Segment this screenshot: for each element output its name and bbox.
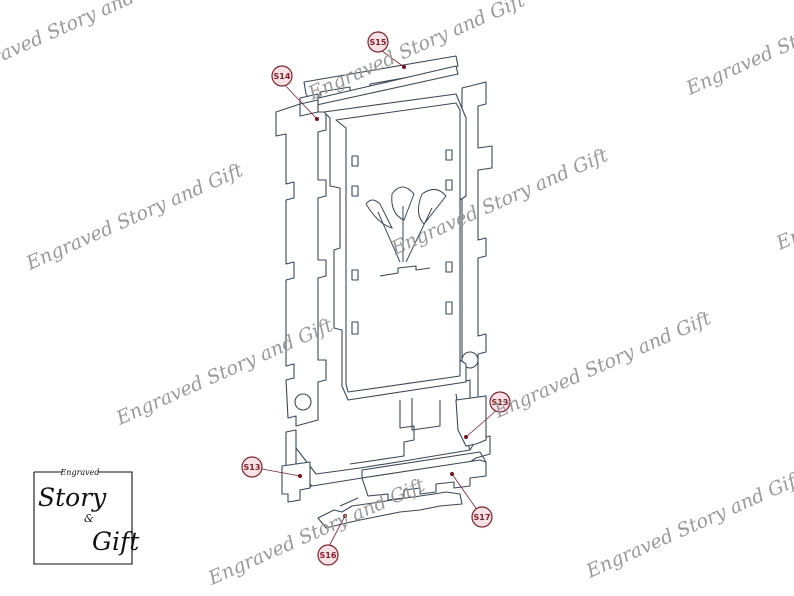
dart-board-back-panel: [323, 93, 467, 401]
watermark: Engraved Story and Gift: [490, 307, 714, 423]
watermark: Engraved Story and Gift: [22, 159, 246, 275]
dart-holder-strip: [361, 451, 487, 501]
svg-text:S13: S13: [244, 463, 261, 472]
svg-text:S14: S14: [274, 72, 291, 81]
logo-ampersand: &: [84, 512, 94, 525]
left-side-rail: [275, 93, 327, 427]
callout-s13-right: S13: [489, 391, 511, 413]
dart-motif-engraving: [365, 186, 447, 263]
left-lower-clip: [281, 461, 311, 503]
svg-text:S15: S15: [370, 38, 387, 47]
watermark: Engraved Story and Gift: [304, 0, 528, 105]
watermark: Engraved Story and Gift: [204, 474, 428, 590]
watermark: Engraved Story and Gift: [772, 139, 794, 255]
callout-s15: S15: [367, 31, 389, 53]
callout-s13-left: S13: [241, 456, 263, 478]
callout-s17: S17: [471, 506, 493, 528]
watermark: Engraved Story and Gift: [582, 467, 794, 583]
logo-gift-word: Gift: [92, 527, 140, 556]
right-lower-clip: [455, 395, 487, 447]
callout-dots: [298, 65, 468, 518]
svg-text:S16: S16: [320, 551, 337, 560]
logo-top-word: Engraved: [59, 468, 99, 477]
logo-story-word: Story: [38, 483, 107, 512]
watermark: Engraved Story and Gift: [0, 0, 177, 85]
brand-logo: Engraved Story & Gift: [33, 468, 140, 565]
svg-text:S17: S17: [474, 513, 491, 522]
watermark: Engraved Story and Gift: [682, 0, 794, 100]
callout-s16: S16: [317, 544, 339, 566]
svg-text:S13: S13: [492, 398, 509, 407]
callout-leaders: [261, 47, 499, 549]
callout-s14: S14: [271, 65, 293, 87]
bottom-tray: [317, 491, 463, 529]
